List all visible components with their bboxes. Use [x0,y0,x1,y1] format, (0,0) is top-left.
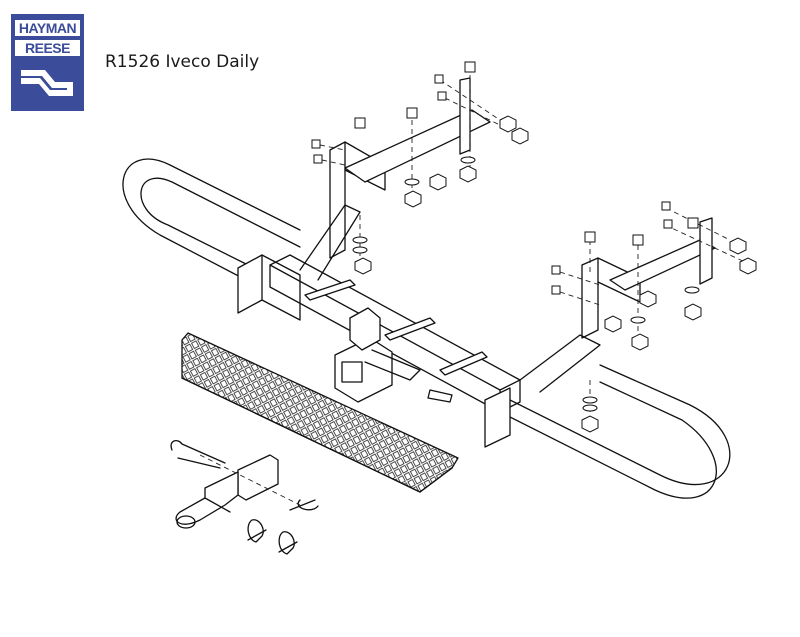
bolt-head [464,61,476,73]
left-upright-bracket [299,77,491,281]
nut [429,173,447,191]
left-side-plate [237,254,301,321]
bolt-head [663,219,673,229]
spring-clip [289,499,319,511]
bolt-head [632,234,644,246]
nut [604,315,622,333]
right-side-plate [484,387,511,448]
washer [684,286,700,294]
bolt-head [584,231,596,243]
hayman-reese-logo: HAYMAN REESE [11,14,84,111]
right-tube-loop [499,364,731,499]
bolt-head [313,154,323,164]
nut [499,115,517,133]
nut [739,257,757,275]
shackle-left [247,519,267,543]
crossbar-braces [304,279,488,403]
nut [684,303,702,321]
nut [581,415,599,433]
washer [630,316,646,324]
nut [404,190,422,208]
washer [404,178,420,186]
left-tube-loop [122,158,301,283]
bolt-head [551,265,561,275]
bolt-head [437,91,447,101]
shackle-right [278,531,298,555]
nut [354,257,372,275]
washer [582,396,598,404]
bolt-head [661,201,671,211]
bolt-head [354,117,366,129]
logo-s-emblem [15,60,80,106]
tread-step-plate [181,332,459,493]
hitch-pin [170,439,226,469]
nut [631,333,649,351]
bolt-head [434,74,444,84]
fasteners [311,61,757,433]
nut [729,237,747,255]
right-upright-bracket [519,217,716,393]
hitch-receiver [334,307,421,403]
nut [639,290,657,308]
bolt-head [551,285,561,295]
diagram-title: R1526 Iveco Daily [105,52,260,72]
tow-ball-mount [175,454,279,529]
bolt-head [406,107,418,119]
washer [582,404,598,412]
bolt-head [311,139,321,149]
washer [460,156,476,164]
washer [352,236,368,244]
logo-line-1: HAYMAN [15,20,80,36]
bolt-head [687,217,699,229]
nut [511,127,529,145]
washer [352,246,368,254]
logo-line-2: REESE [15,40,80,56]
nut [459,165,477,183]
